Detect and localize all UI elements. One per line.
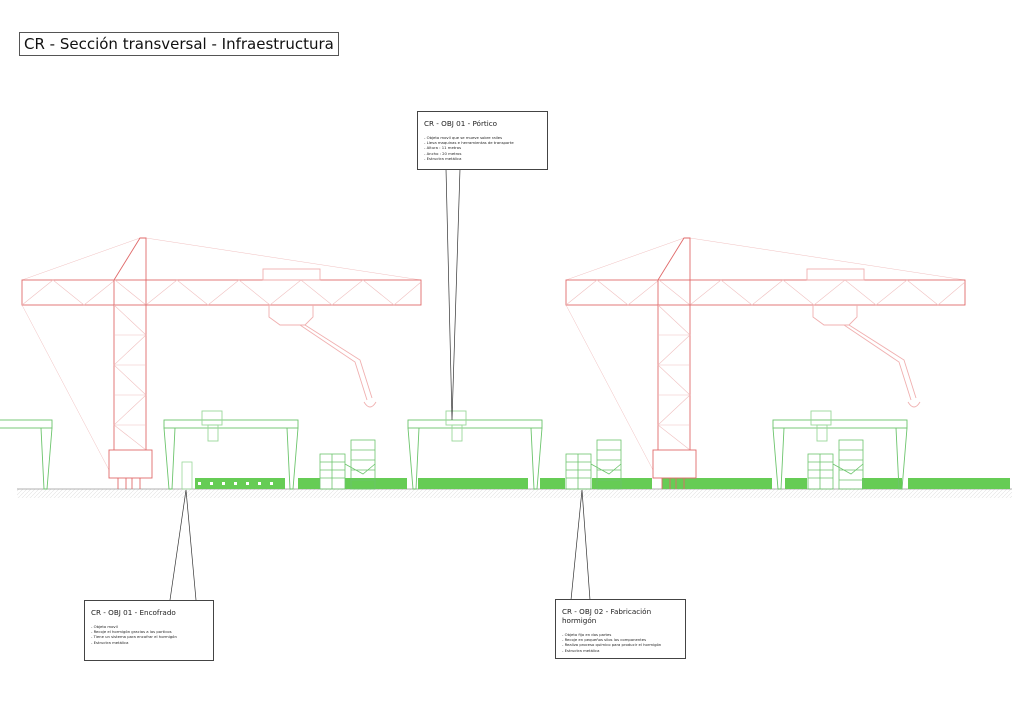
leader-lines — [169, 168, 591, 601]
callout-portico: CR - OBJ 01 - Pórtico - Objeto movil que… — [417, 111, 548, 170]
callout-item: - Objeto fijo en dos partes — [562, 632, 612, 637]
formwork-machine — [181, 461, 193, 490]
callout-item: - Realiza proceso químico para producir … — [562, 642, 662, 648]
silo-plant-3 — [807, 439, 864, 490]
sheet-title: CR - Sección transversal - Infraestructu… — [19, 32, 339, 56]
callout-item: - Objeto movil que se mueve sobre railes — [424, 135, 503, 140]
callout-item: - Ancho : 20 metros — [424, 150, 462, 156]
callout-item: - Altura : 11 metros — [424, 145, 462, 151]
gantry-center — [407, 410, 543, 490]
formwork-openings — [198, 482, 273, 485]
green-ground-strips — [195, 478, 1010, 489]
ground-section — [17, 489, 1012, 498]
callout-heading: CR - OBJ 01 - Encofrado — [91, 608, 176, 617]
tower-crane-left — [21, 237, 422, 490]
callout-item: - Tiene un sistema para encofrar el horm… — [91, 634, 177, 640]
callout-encofrado: CR - OBJ 01 - Encofrado - Objeto movil -… — [84, 600, 214, 661]
callout-item: - Estructra metálica — [424, 155, 462, 161]
callout-item: - Estructra metálica — [91, 639, 129, 645]
callout-item: - Estructra metálica — [562, 647, 600, 653]
callout-item: - Lleva maquinas e herramientas de trans… — [424, 140, 514, 146]
gantry-left-partial — [0, 410, 53, 490]
callout-item: - Recoje el hormigón gracias a los porti… — [91, 629, 172, 635]
callout-heading: CR - OBJ 02 - Fabricación hormigón — [562, 607, 652, 625]
callout-heading: CR - OBJ 01 - Pórtico — [424, 119, 498, 128]
gantry-encofrado — [163, 410, 299, 490]
callout-item: - Objeto movil — [91, 624, 118, 629]
callout-fabricacion: CR - OBJ 02 - Fabricación hormigón - Obj… — [555, 599, 686, 659]
callout-item: - Recoje en pequeños silos los component… — [562, 637, 647, 643]
